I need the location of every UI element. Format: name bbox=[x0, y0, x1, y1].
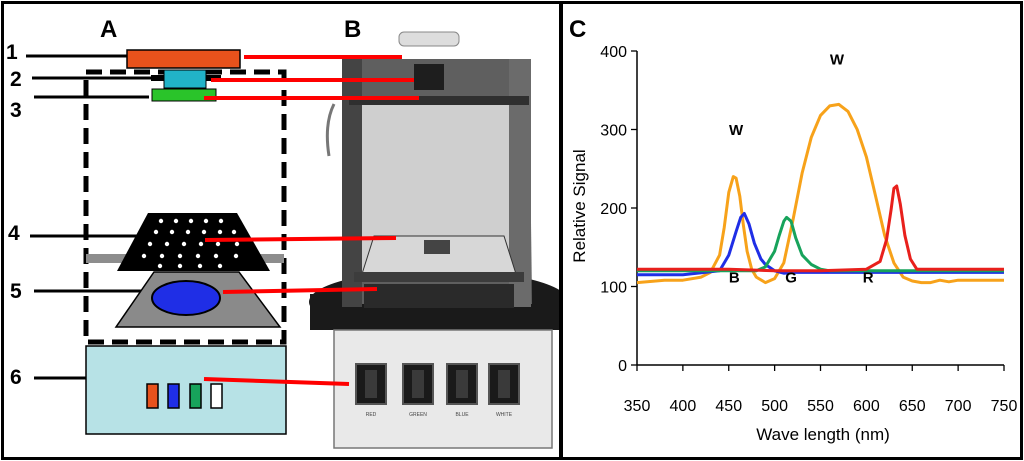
y-axis-label: Relative Signal bbox=[570, 149, 589, 262]
component-6-light-box bbox=[85, 345, 287, 435]
led-red bbox=[146, 383, 159, 409]
photo-box-interior bbox=[349, 104, 509, 274]
x-axis-label: Wave length (nm) bbox=[756, 425, 890, 444]
connector-4 bbox=[204, 236, 397, 242]
photo-lamp-cluster bbox=[398, 31, 460, 47]
connector-lines bbox=[203, 55, 419, 386]
spectrum-chart: 0 100 200 300 400 350 400 450 500 550 600 650 700 750… bbox=[570, 44, 1017, 444]
series-line-red bbox=[637, 184, 1004, 273]
chart-annotations: W W B G R bbox=[729, 51, 874, 286]
led-green bbox=[189, 383, 202, 409]
x-tick-label: 550 bbox=[807, 398, 834, 415]
series-line-green bbox=[637, 215, 1004, 273]
y-tick-label: 0 bbox=[618, 358, 627, 375]
x-tick-label: 350 bbox=[624, 398, 651, 415]
x-tick-label: 450 bbox=[715, 398, 742, 415]
photo-top-shelf bbox=[349, 96, 529, 105]
x-tick-label: 600 bbox=[853, 398, 880, 415]
x-tick-label: 750 bbox=[991, 398, 1018, 415]
panel-label-b: B bbox=[344, 16, 362, 43]
photo-drawer bbox=[364, 284, 514, 308]
right-panel: C 0 100 200 300 400 350 400 450 500 550 600 650 700 7… bbox=[560, 1, 1023, 460]
photo-switches: RED GREEN BLUE WHITE bbox=[355, 363, 520, 418]
annotation-b-2: B bbox=[729, 270, 740, 287]
component-2-camera bbox=[163, 69, 207, 89]
chart-axes: 0 100 200 300 400 350 400 450 500 550 600 650 700 750 bbox=[600, 44, 1017, 415]
photo-camera bbox=[414, 64, 444, 90]
schematic-number-2: 2 bbox=[10, 68, 22, 91]
schematic-number-4: 4 bbox=[8, 222, 20, 245]
schematic-illustration: RED GREEN BLUE WHITE bbox=[26, 31, 559, 449]
connector-6 bbox=[203, 377, 350, 386]
series-line-blue bbox=[637, 212, 1004, 277]
photo-drawer-rail bbox=[354, 272, 524, 282]
y-tick-label: 300 bbox=[600, 123, 627, 140]
y-tick-label: 100 bbox=[600, 280, 627, 297]
photo-box-right-wall bbox=[509, 59, 531, 307]
x-tick-label: 700 bbox=[945, 398, 972, 415]
schematic-number-1: 1 bbox=[6, 41, 18, 64]
chart-series bbox=[636, 102, 1004, 285]
photo-cable bbox=[325, 103, 336, 157]
switch-label-white: WHITE bbox=[496, 412, 513, 418]
component-3-filter bbox=[151, 88, 217, 102]
well-dots bbox=[141, 218, 240, 269]
component-4-well-plate bbox=[117, 213, 270, 271]
switch-label-red: RED bbox=[366, 412, 377, 418]
switch-blue-rocker bbox=[456, 370, 468, 398]
switch-green-rocker bbox=[412, 370, 424, 398]
panel-label-a: A bbox=[100, 16, 118, 43]
component-1-lamp-board bbox=[126, 49, 241, 69]
photo-box-left-wall bbox=[342, 59, 362, 307]
x-tick-label: 500 bbox=[761, 398, 788, 415]
led-white bbox=[210, 383, 223, 409]
switch-red-rocker bbox=[365, 370, 377, 398]
device-photo bbox=[309, 31, 559, 449]
annotation-r-4: R bbox=[863, 270, 874, 287]
connector-5 bbox=[222, 287, 378, 294]
switch-white-rocker bbox=[498, 370, 510, 398]
panel-label-c: C bbox=[569, 16, 587, 43]
x-tick-label: 650 bbox=[899, 398, 926, 415]
schematic-number-3: 3 bbox=[10, 99, 22, 122]
y-tick-label: 400 bbox=[600, 44, 627, 61]
schematic-number-6: 6 bbox=[10, 366, 22, 389]
y-tick-label: 200 bbox=[600, 201, 627, 218]
x-tick-label: 400 bbox=[670, 398, 697, 415]
annotation-g-3: G bbox=[785, 270, 797, 287]
photo-well-plate bbox=[424, 240, 450, 254]
switch-label-blue: BLUE bbox=[455, 412, 469, 418]
annotation-w-0: W bbox=[729, 122, 744, 139]
annotation-w-1: W bbox=[830, 51, 845, 68]
component-5-lens bbox=[151, 280, 221, 316]
switch-label-green: GREEN bbox=[409, 412, 427, 418]
left-panel: RED GREEN BLUE WHITE A B 1 2 3 4 5 6 bbox=[1, 1, 562, 460]
series-line-white bbox=[636, 102, 1004, 285]
schematic-number-5: 5 bbox=[10, 280, 22, 303]
led-blue bbox=[167, 383, 180, 409]
